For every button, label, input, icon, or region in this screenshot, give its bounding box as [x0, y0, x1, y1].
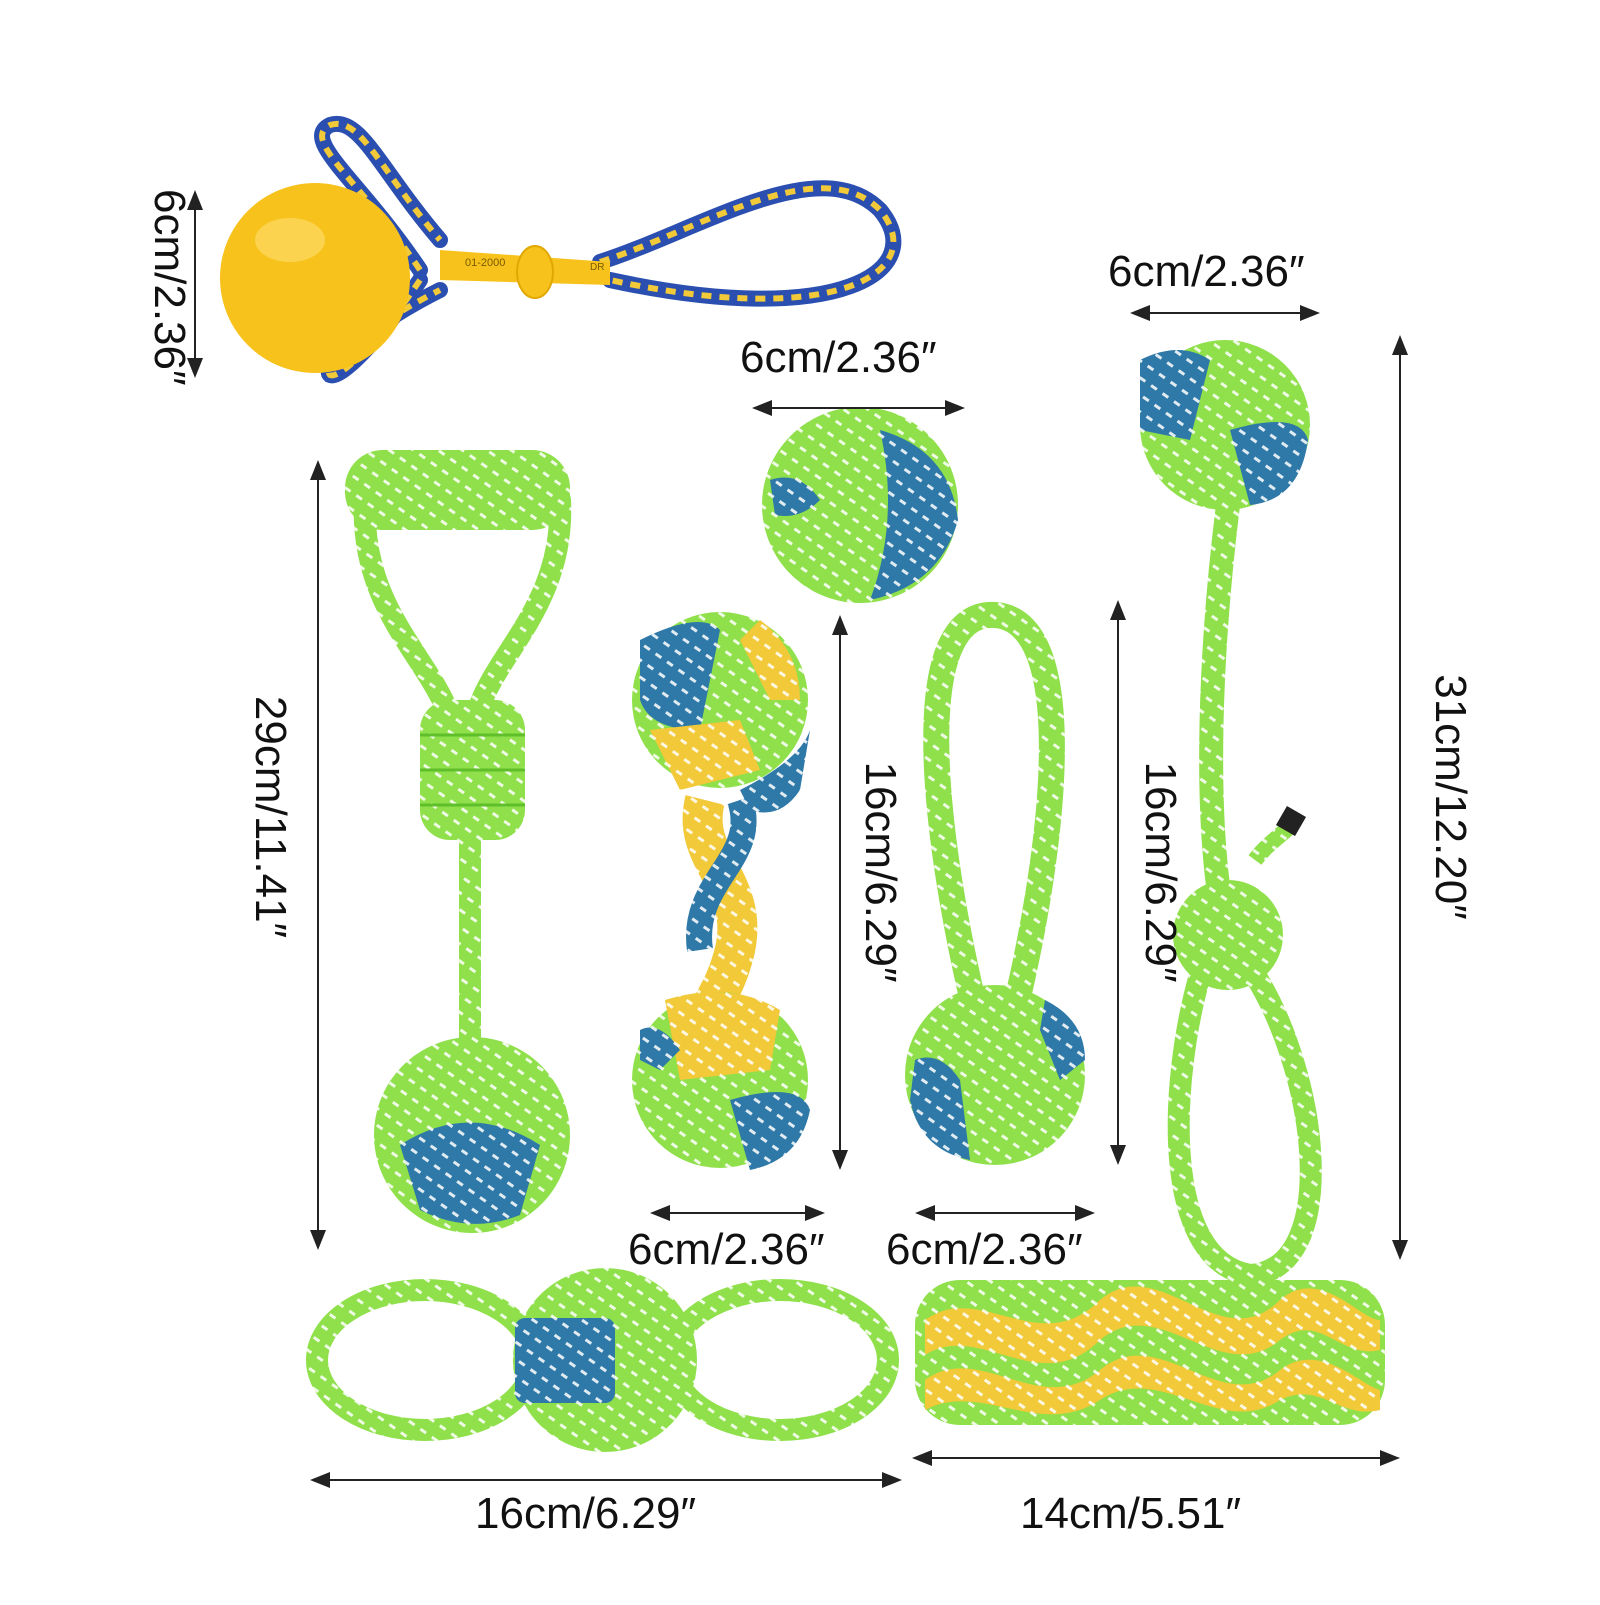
long-knot-tug-toy [1140, 340, 1322, 1287]
ball-label-text-2: DR [590, 262, 604, 273]
ball-on-rope-toy: 01-2000 DR [220, 115, 902, 384]
long-tug-width-label: 6cm/2.36″ [1108, 247, 1305, 296]
ball-label-text: 01-2000 [465, 257, 505, 269]
small-knot-ball-toy [762, 407, 958, 603]
double-loop-toy [306, 1268, 899, 1452]
loop-knot-toy [905, 602, 1085, 1165]
double-loop-length-label: 16cm/6.29″ [475, 1489, 697, 1538]
dumbbell-toy [632, 612, 810, 1170]
loop-knot-length-label: 16cm/6.29″ [1136, 761, 1185, 983]
braided-stick-toy [915, 1280, 1385, 1425]
ball-dimension-label: 6cm/2.36″ [145, 189, 194, 386]
handle-tug-toy [345, 450, 572, 1233]
braided-stick-length-label: 14cm/5.51″ [1020, 1489, 1242, 1538]
rubber-ball-icon [220, 183, 410, 373]
dumbbell-width-label: 6cm/2.36″ [628, 1225, 825, 1274]
dumbbell-length-label: 16cm/6.29″ [856, 761, 905, 983]
handle-tug-length-label: 29cm/11.41″ [246, 695, 295, 939]
loop-knot-width-label: 6cm/2.36″ [886, 1225, 1083, 1274]
long-tug-length-label: 31cm/12.20″ [1426, 674, 1475, 920]
small-ball-dimension-label: 6cm/2.36″ [740, 333, 937, 382]
